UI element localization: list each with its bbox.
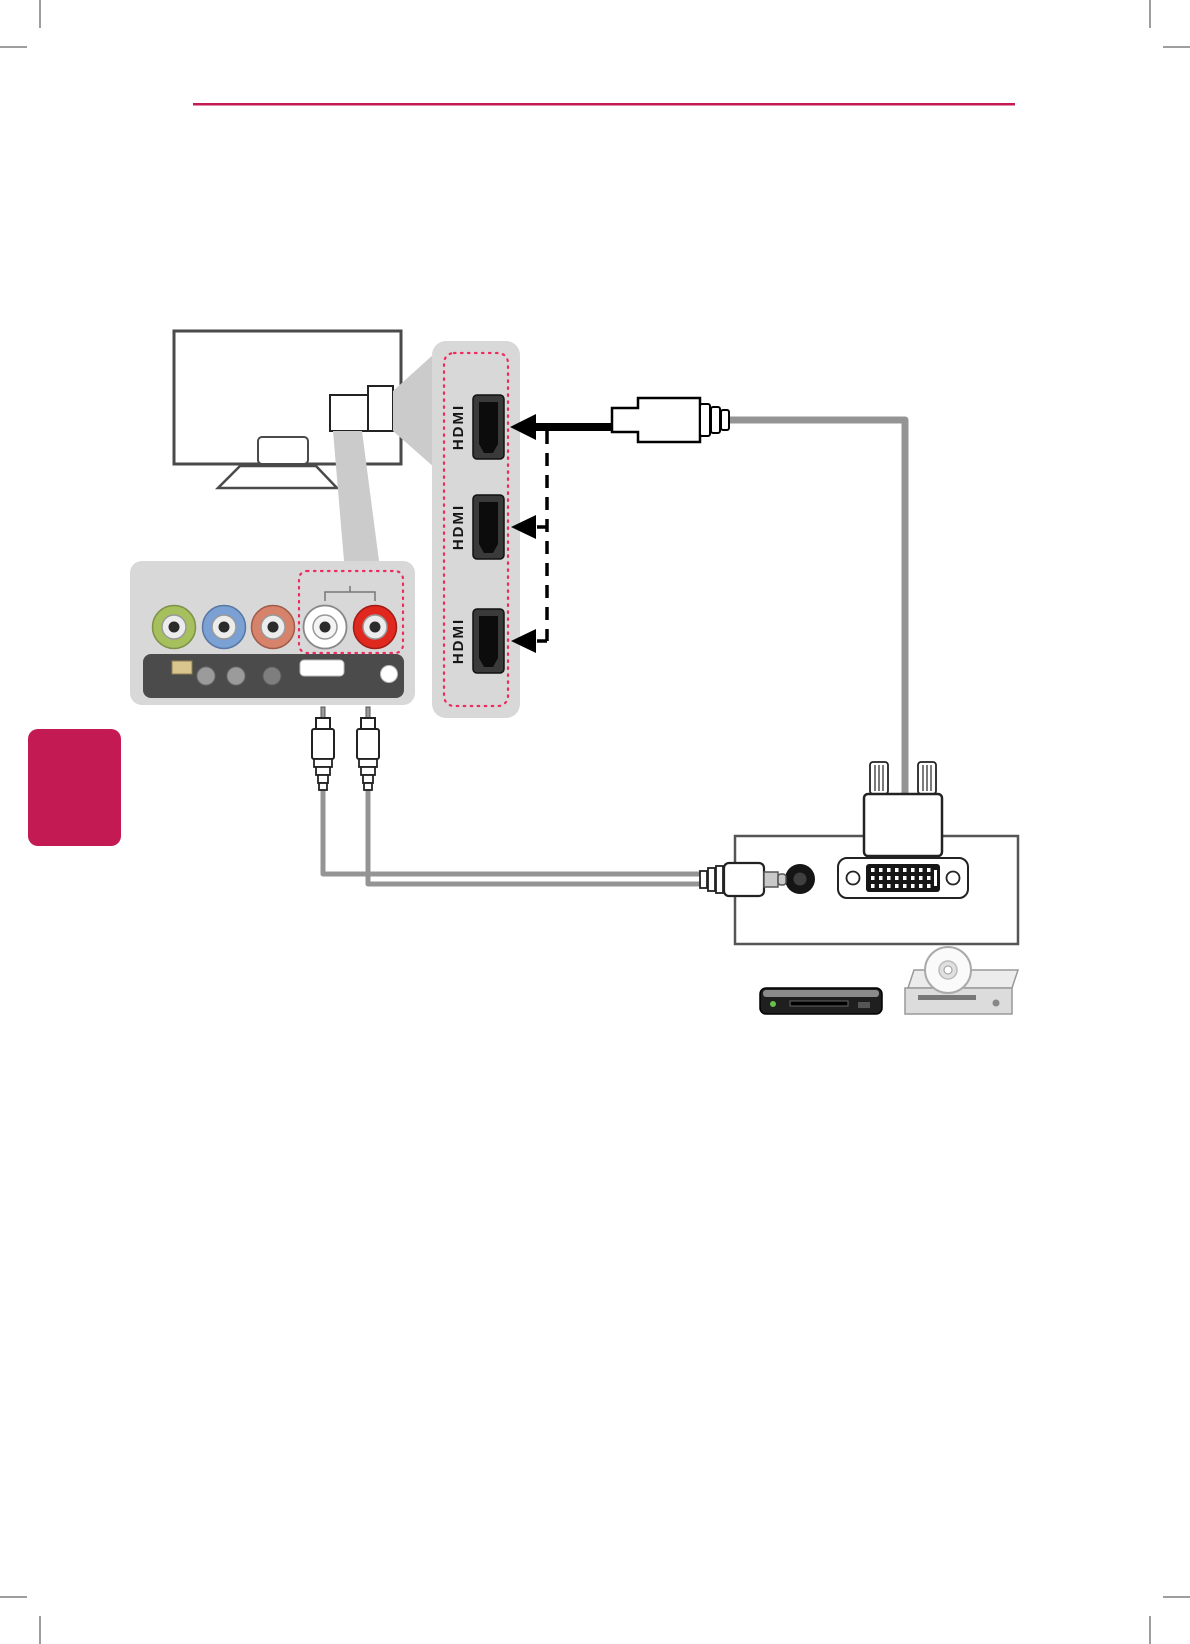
hdmi-port-3: HDMI: [450, 608, 505, 674]
hdmi-cable-cord: [728, 416, 909, 798]
hdmi-port-2: HDMI: [450, 494, 505, 560]
component-jack-blue: [201, 604, 247, 650]
hdmi-port-2-label: HDMI: [450, 504, 467, 550]
dvd-player-icon: [759, 987, 883, 1015]
dvi-screw-hole-right: [945, 870, 961, 886]
dvd-player-led: [770, 1001, 776, 1007]
component-jack-green: [151, 604, 197, 650]
tv-stand-base: [214, 464, 340, 490]
dvi-plug: [862, 761, 944, 858]
dvi-thumbscrew-left: [869, 761, 889, 795]
hdmi-arrow-head: [510, 414, 536, 440]
hdmi-arrow-shaft: [536, 423, 614, 431]
av-jack-panel: [130, 561, 415, 705]
audio-jack-red: [352, 604, 398, 650]
callout-wedge-av: [333, 431, 379, 561]
rca-plug-left: [311, 706, 335, 791]
audio-cable-right: [365, 790, 702, 887]
audio-dotted-highlight: [297, 569, 405, 655]
hdmi-alt-connections: [511, 431, 549, 653]
tv-stand-neck: [257, 436, 309, 465]
rca-plug-right: [356, 706, 380, 791]
hdmi-port-3-label: HDMI: [450, 618, 467, 664]
audio-jack-white: [302, 604, 348, 650]
component-jack-orange: [250, 604, 296, 650]
dvi-pins: [871, 868, 937, 888]
hdmi-plug: [610, 396, 702, 444]
dvi-thumbscrew-right: [917, 761, 937, 795]
hdmi-port-1: HDMI: [450, 394, 505, 460]
hdmi-panel: HDMI HDMI HDMI: [432, 341, 520, 718]
disc-player-icon: [904, 946, 1020, 1015]
audio-in-jack: [785, 864, 815, 894]
tv-jack-area-detail: [367, 385, 394, 432]
hdmi-cable: [510, 396, 909, 798]
audio-cable-left: [320, 790, 702, 877]
av-strip-connectors: [171, 659, 398, 686]
dvi-screw-hole-left: [845, 870, 861, 886]
header-rule: [193, 103, 1015, 106]
dvi-port: [837, 857, 969, 899]
tv-illustration: [172, 329, 403, 490]
tv-jack-area: [329, 394, 371, 432]
hdmi-dotted-highlight: [442, 351, 510, 708]
hdmi-port-1-label: HDMI: [450, 404, 467, 450]
hdmi-plug-ribs: [699, 403, 730, 437]
chapter-side-tab: [28, 729, 121, 846]
alt-arrow-head-port2: [511, 515, 536, 539]
callout-wedge-hdmi: [393, 353, 435, 468]
audio-jack-bracket: [324, 586, 376, 601]
alt-arrow-head-port3: [511, 629, 536, 653]
disc-icon: [924, 946, 972, 994]
dvi-plug-body: [862, 792, 944, 858]
stereo-mini-plug: [699, 861, 787, 898]
